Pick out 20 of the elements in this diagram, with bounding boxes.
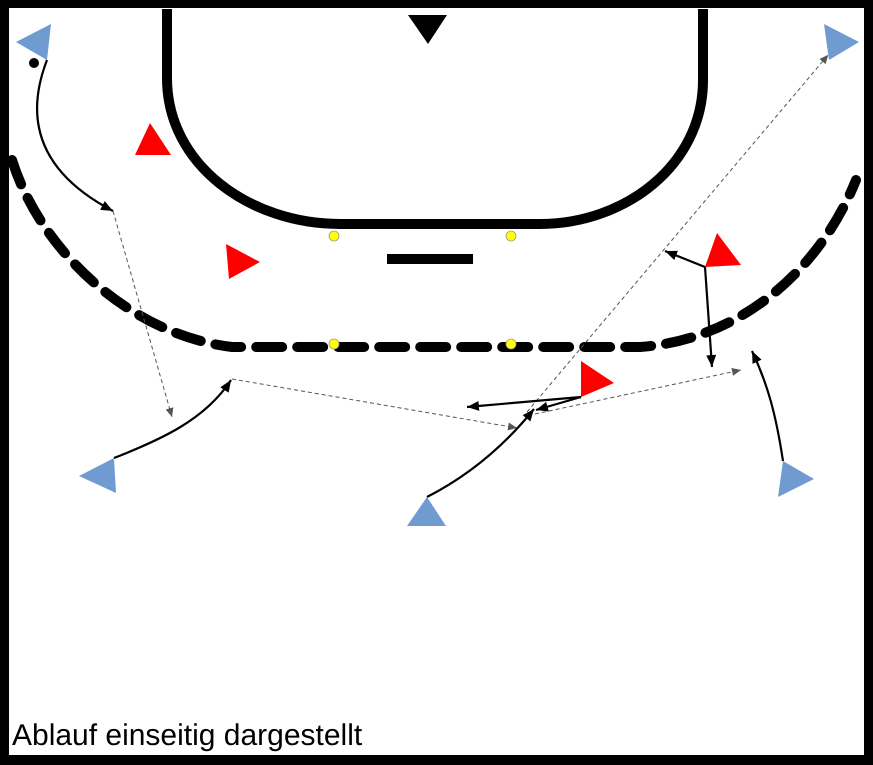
attacker-triangle-icon — [16, 24, 51, 60]
curved-arrow — [751, 350, 784, 462]
defender-triangle-icon — [581, 361, 614, 397]
goalkeeper-triangle-icon — [408, 15, 447, 44]
curved-arrow — [36, 60, 114, 212]
arrow — [536, 396, 582, 412]
caption: Ablauf einseitig dargestellt — [12, 718, 362, 754]
attacker-triangle-icon — [778, 461, 814, 497]
attacker-triangle-icon — [79, 458, 116, 493]
curved-arrow — [114, 379, 232, 460]
arrow — [466, 396, 582, 412]
attacker-triangle-icon — [824, 24, 859, 60]
defender-triangle-icon — [135, 123, 171, 155]
arrow — [664, 250, 706, 268]
defender-triangle-icon — [226, 244, 260, 279]
dashed-arrow — [526, 54, 829, 412]
attacker-triangle-icon — [407, 497, 446, 526]
curved-arrow — [426, 408, 535, 498]
defender-triangle-icon — [705, 233, 741, 267]
arrow — [704, 266, 716, 368]
